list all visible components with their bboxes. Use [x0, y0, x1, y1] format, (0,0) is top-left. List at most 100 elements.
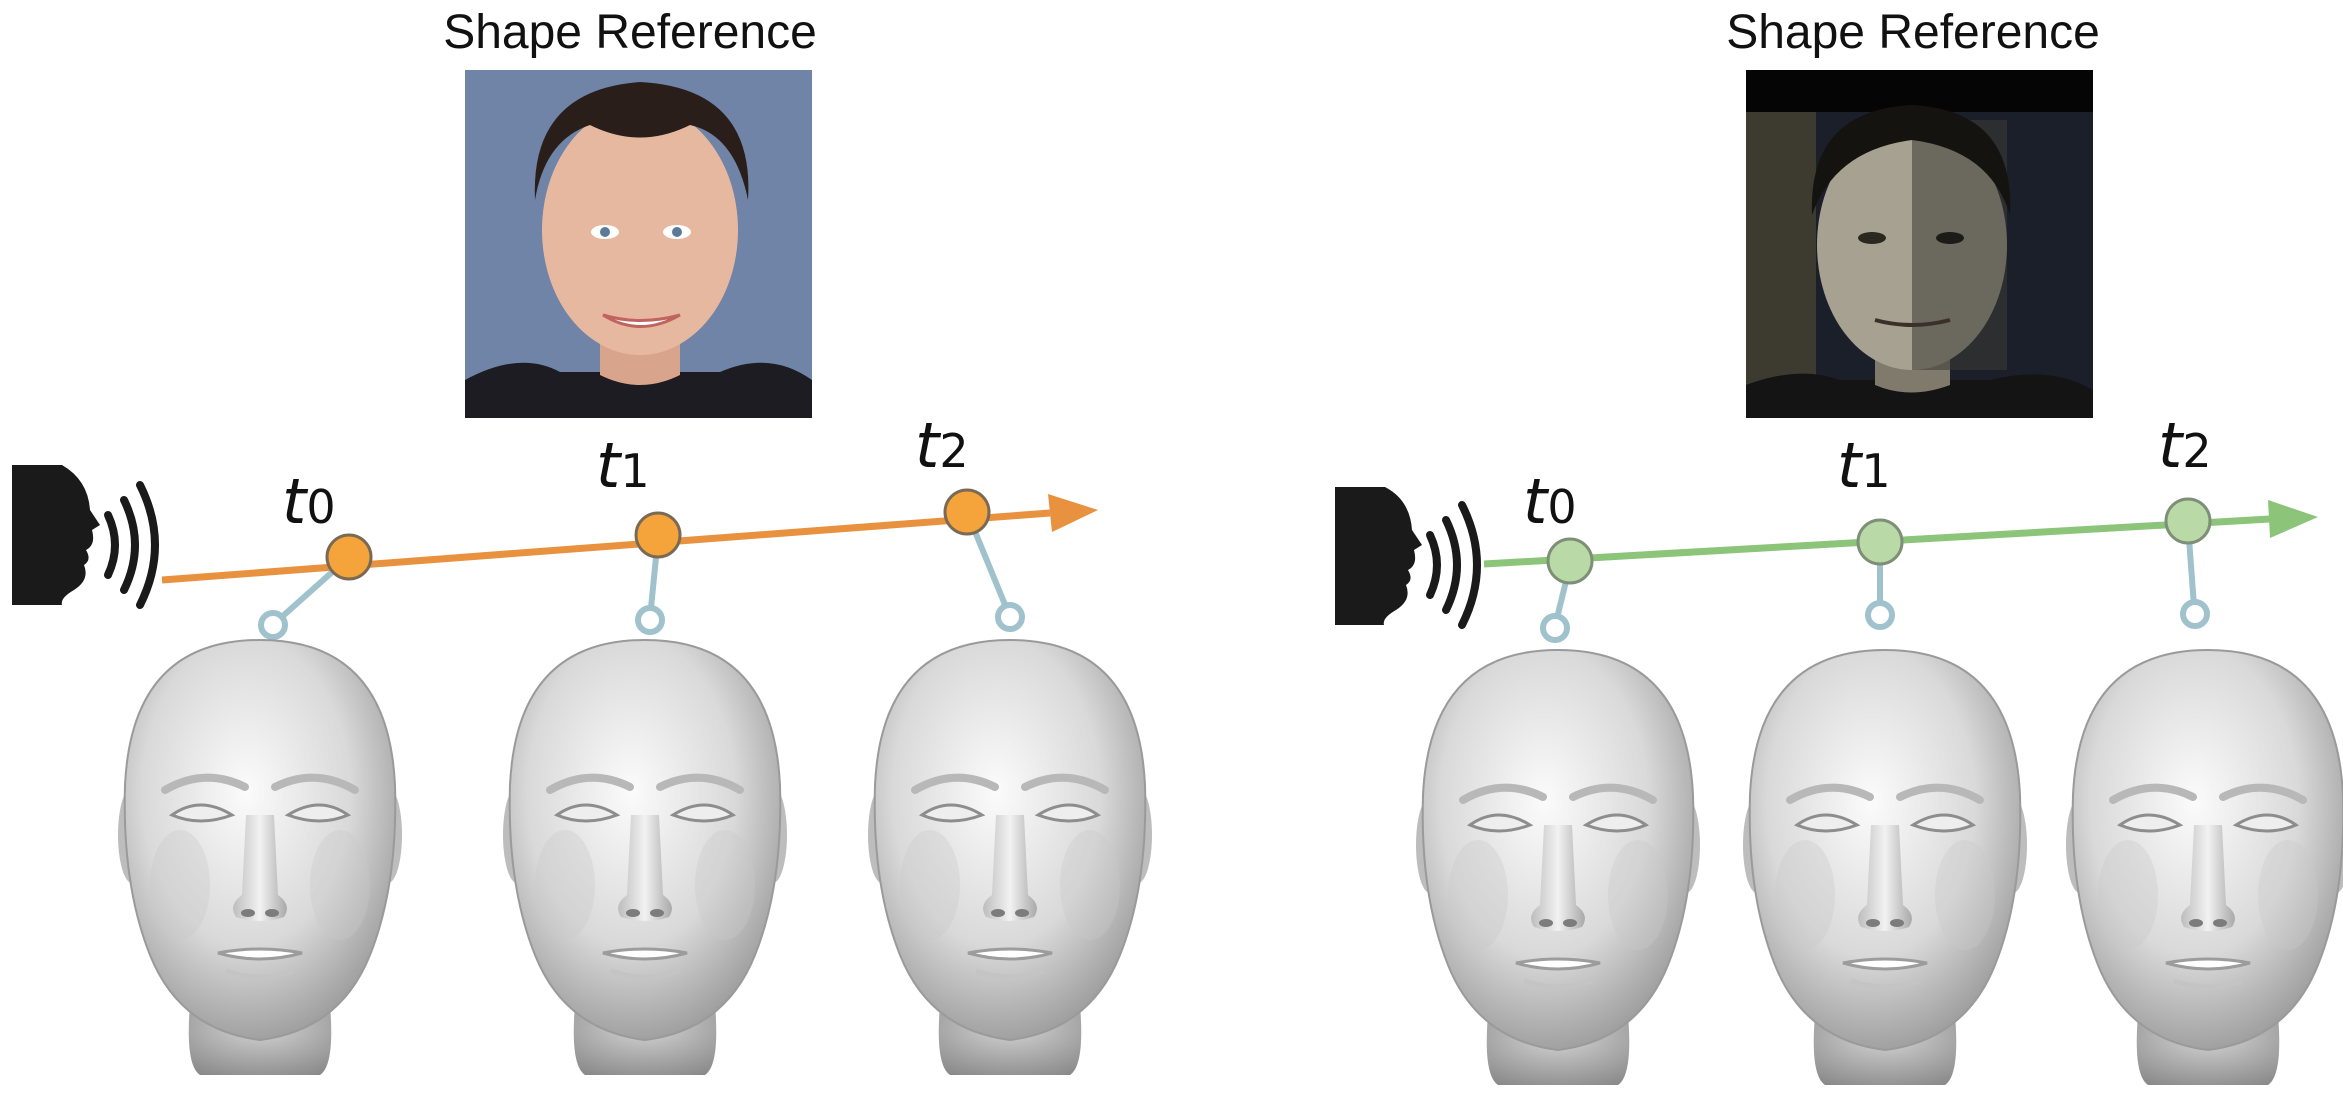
timeline-node-t0 [1546, 537, 1594, 585]
photo-shirt [465, 362, 812, 418]
3d-face-mesh-icon [2066, 648, 2343, 1085]
face-lower-lip [610, 968, 680, 980]
face-eye-left [918, 803, 986, 823]
face-brow-left [911, 773, 999, 794]
timeline-arrowhead [2268, 500, 2318, 538]
face-nostril-left [1866, 919, 1880, 927]
face-lower-lip [1850, 978, 1920, 990]
face-cheek-right [1608, 840, 1668, 950]
face-cheek-left [1448, 840, 1508, 950]
timeline-node-t1 [1856, 518, 1904, 566]
face-mouth [217, 947, 303, 961]
face-row-right [1416, 648, 2343, 1085]
face-mouth [967, 947, 1053, 961]
panel-right: Shape Reference [1335, 6, 2343, 1085]
face-mouth [1515, 957, 1601, 971]
3d-face-mesh-icon [1743, 648, 2027, 1085]
label-t1: t1 [1837, 429, 1891, 502]
face-row-left [118, 638, 1152, 1075]
face-brow-left [1459, 783, 1547, 804]
face-eye-left [168, 803, 236, 823]
face-nostril-left [626, 909, 640, 917]
photo-left-wall [1746, 112, 1816, 418]
connector-endpoint-t1 [1865, 600, 1895, 630]
face-cheek-left [2098, 840, 2158, 950]
photo-hair [534, 82, 749, 200]
face-eye-right [2232, 813, 2300, 833]
speaker-icon-group [12, 465, 159, 609]
face-nostril-left [241, 909, 255, 917]
face-eye-left [553, 803, 621, 823]
label-t1: t1 [596, 429, 650, 502]
face-lower-lip [2173, 978, 2243, 990]
photo-face [542, 105, 738, 355]
label-t2: t2 [915, 409, 969, 482]
face-mouth [602, 947, 688, 961]
3d-face-mesh-icon [868, 638, 1152, 1075]
face-nose [1858, 825, 1912, 931]
timeline-node-t1 [634, 511, 682, 559]
face-eye-right [1034, 803, 1102, 823]
face-cheek-left [1775, 840, 1835, 950]
face-eye-left [1793, 813, 1861, 833]
face-lower-lip [1523, 978, 1593, 990]
timeline-node-t2 [943, 488, 991, 536]
speaking-head-icon [1335, 487, 1422, 625]
face-brow-left [161, 773, 249, 794]
shape-reference-title: Shape Reference [1726, 6, 2100, 59]
timeline-left: t0 t1 t2 [161, 409, 1098, 640]
photo-eye-right [1936, 232, 1964, 244]
timeline-right: t0 t1 t2 [1483, 409, 2318, 643]
face-nostril-right [265, 909, 279, 917]
face-nose [983, 815, 1037, 921]
connector-endpoint-t2 [995, 602, 1025, 632]
connector-endpoint-t0 [258, 610, 288, 640]
face-mouth [1842, 957, 1928, 971]
photo-eye-left [1858, 232, 1886, 244]
face-cheek-right [310, 830, 370, 940]
reference-photo [1746, 70, 2093, 418]
timeline-node-t0 [325, 533, 373, 581]
speaker-icon-group [1335, 487, 1481, 629]
face-lower-lip [225, 968, 295, 980]
face-eye-left [1466, 813, 1534, 833]
label-t0: t0 [282, 465, 336, 538]
photo-smile [602, 313, 681, 328]
face-brow-left [546, 773, 634, 794]
panel-left: Shape Reference [12, 6, 1152, 1075]
reference-photo [465, 70, 812, 418]
speaking-head-icon [12, 465, 100, 605]
face-nostril-right [2213, 919, 2227, 927]
face-nose [618, 815, 672, 921]
face-nostril-left [991, 909, 1005, 917]
face-cheek-left [535, 830, 595, 940]
shape-reference-title: Shape Reference [443, 6, 817, 59]
photo-face-shadow [1912, 120, 2007, 370]
face-nostril-right [1015, 909, 1029, 917]
label-t2: t2 [2158, 409, 2212, 482]
3d-face-mesh-icon [1416, 648, 1700, 1085]
sound-waves-icon [104, 481, 159, 609]
connector-endpoint-t2 [2180, 599, 2210, 629]
sound-waves-icon [1426, 501, 1481, 629]
photo-hair [1811, 105, 2011, 215]
timeline-node-t2 [2164, 497, 2212, 545]
face-mouth [2165, 957, 2251, 971]
face-cheek-right [1935, 840, 1995, 950]
face-eye-right [669, 803, 737, 823]
face-brow-right [656, 773, 744, 794]
photo-iris-left [600, 227, 610, 237]
face-nostril-right [1890, 919, 1904, 927]
face-brow-left [1786, 783, 1874, 804]
face-nostril-right [1563, 919, 1577, 927]
face-cheek-right [2258, 840, 2318, 950]
face-eye-right [1582, 813, 1650, 833]
face-nostril-left [1539, 919, 1553, 927]
face-nose [1531, 825, 1585, 931]
3d-face-mesh-icon [503, 638, 787, 1075]
face-nose [233, 815, 287, 921]
face-nostril-right [650, 909, 664, 917]
connector-endpoint-t0 [1540, 613, 1570, 643]
face-cheek-left [150, 830, 210, 940]
